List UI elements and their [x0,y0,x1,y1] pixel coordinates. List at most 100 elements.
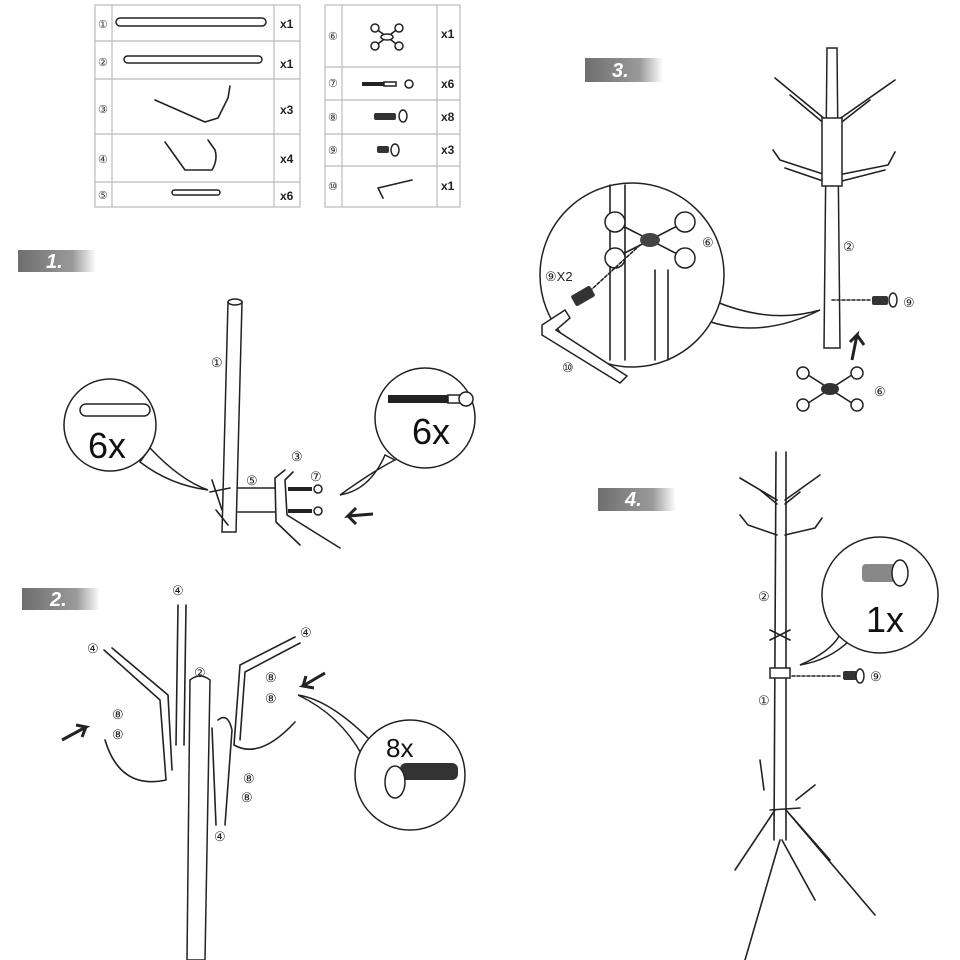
drawing-stroke [288,509,312,513]
drawing-stroke [891,559,909,587]
part-label: ① [758,693,770,708]
arrow-icon [298,671,326,690]
bolt-7-image [362,79,414,89]
drawing-stroke [377,146,389,153]
label-text: ⑨X2 [545,269,573,284]
part-number: ⑦ [328,78,338,90]
drawing-stroke [394,41,404,51]
drawing-stroke [175,604,187,746]
drawing-stroke [274,469,341,549]
drawing-stroke [796,366,810,380]
label-text: ⑥ [702,235,714,250]
drawing-stroke [872,296,888,305]
step-1-diagram: ① ⑤ ③ ⑦ 6x 6x [63,298,476,549]
part-qty: x6 [280,189,294,203]
base-spider [796,366,864,412]
part-label: ④ [214,829,226,844]
drawing-stroke [79,403,151,417]
drawing-stroke [63,378,157,472]
part-label: ⑨ [903,295,915,310]
label-text: 6x [88,425,126,466]
drawing-stroke [850,366,864,380]
bolt-8-image [374,109,408,123]
drawing-stroke [774,77,896,126]
part-label: ⑨ [870,669,882,684]
drawing-stroke [374,367,476,469]
drawing-stroke [22,588,100,610]
drawing-stroke [233,636,301,750]
drawing-stroke [398,109,408,123]
part-label: ④ [87,641,99,656]
drawing-stroke [404,79,414,89]
label-text: 2. [49,589,67,611]
part-number: ⑤ [98,190,108,202]
drawing-stroke [704,298,821,329]
part-number: ⑧ [328,112,338,124]
drawing-stroke [769,667,791,679]
drawing-stroke [227,298,243,306]
callout-3: ⑥ ⑨X2 ⑩ [539,182,821,384]
hex-key-10-image [377,179,413,199]
drawing-stroke [374,113,396,120]
part-label: ⑧ [241,790,253,805]
part-qty: x1 [441,179,455,193]
drawing-stroke [821,117,843,187]
part-label: ⑥ [874,384,886,399]
base-6-image [370,23,404,51]
step-3-diagram: ② ⑨ ⑥ ⑥ ⑨X2 ⑩ [539,47,915,412]
drawing-stroke [598,488,676,511]
pole-1-image [115,17,267,27]
drawing-stroke [604,247,626,269]
drawing-stroke [313,484,323,494]
label-text: ⑩ [562,360,574,375]
part-qty: x8 [441,110,455,124]
part-label: ⑦ [310,469,322,484]
callout-left: 6x [63,378,209,491]
drawing-stroke [541,308,629,384]
arrow-icon [61,723,91,742]
label-text: 4. [624,489,642,511]
part-number: ② [98,57,108,69]
label-text: 6x [412,411,450,452]
drawing-stroke [209,479,231,526]
part-number: ④ [98,154,108,166]
step-4-banner: 4. [598,488,676,511]
drawing-stroke [94,4,301,208]
drawing-stroke [843,671,857,680]
part-qty: x3 [441,143,455,157]
part-qty: x1 [441,27,455,41]
parts-table-left: ① x1 ② x1 ③ x3 ④ x4 ⑤ x6 [94,4,301,208]
drawing-stroke [674,211,696,233]
part-label: ④ [172,583,184,598]
arrow-icon [848,330,866,361]
part-label: ④ [300,625,312,640]
drawing-stroke [370,41,380,51]
drawing-stroke [324,4,461,208]
drawing-stroke [773,451,787,841]
part-qty: x6 [441,77,455,91]
label-text: 8x [386,733,413,763]
part-label: ③ [291,449,303,464]
part-label: ⑧ [112,707,124,722]
hook-3-image [154,85,231,123]
drawing-stroke [739,514,823,536]
label-text: 1x [866,599,904,640]
part-label: ② [194,665,206,680]
step-1-banner: 1. [18,250,96,273]
drawing-stroke [855,668,865,684]
callout-2: 8x [297,694,466,831]
drawing-stroke [384,765,406,799]
drawing-stroke [390,143,400,157]
drawing-stroke [585,58,663,82]
drawing-stroke [821,536,939,654]
tube-5-image [171,189,221,196]
part-label: ① [211,355,223,370]
bolt-9-image [377,143,400,157]
drawing-stroke [288,487,312,491]
drawing-stroke [674,247,696,269]
part-qty: x1 [280,57,294,71]
drawing-stroke [221,301,243,533]
drawing-stroke [362,82,384,86]
label-text: 1. [46,251,63,273]
